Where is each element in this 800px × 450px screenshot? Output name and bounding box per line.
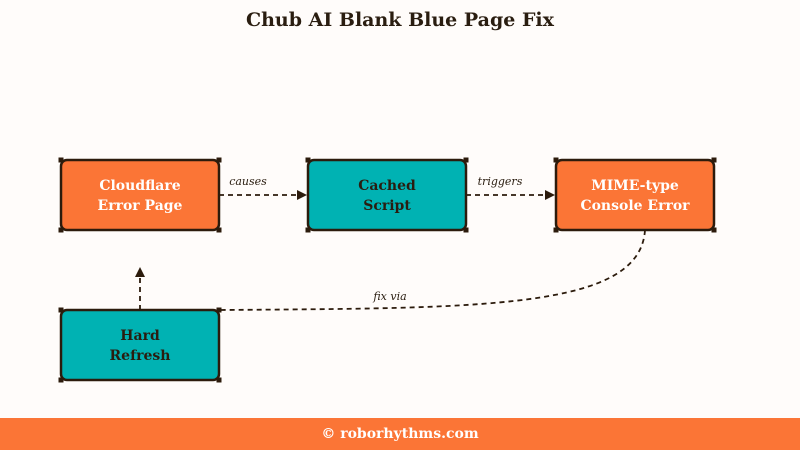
node-refresh-corner xyxy=(216,377,222,383)
footer-bar: © roborhythms.com xyxy=(0,418,800,450)
node-cached-corner xyxy=(463,227,469,233)
node-mime-label: Console Error xyxy=(580,198,690,214)
node-mime-corner xyxy=(711,227,717,233)
edge-label: fix via xyxy=(372,290,406,303)
node-refresh-corner xyxy=(58,307,64,313)
node-cloudflare-box xyxy=(59,158,221,232)
edge-cloudflare-to-cached: causes xyxy=(219,175,307,200)
edge-label: causes xyxy=(229,175,267,188)
node-refresh-corner xyxy=(58,377,64,383)
node-cached-corner xyxy=(463,157,469,163)
node-mime-box xyxy=(554,158,716,232)
node-mime-corner xyxy=(553,157,559,163)
node-cloudflare-label: Error Page xyxy=(98,198,183,214)
node-mime-corner xyxy=(553,227,559,233)
node-cloudflare-corner xyxy=(58,227,64,233)
node-mime-corner xyxy=(711,157,717,163)
node-cached-box xyxy=(306,158,468,232)
footer-copyright: © roborhythms.com xyxy=(321,426,479,442)
node-refresh-box xyxy=(59,308,221,382)
node-cloudflare-corner xyxy=(216,157,222,163)
diagram-title: Chub AI Blank Blue Page Fix xyxy=(246,9,554,31)
node-cached-label: Script xyxy=(363,198,411,214)
node-cached-label: Cached xyxy=(358,178,416,194)
node-refresh-corner xyxy=(216,307,222,313)
node-cached-corner xyxy=(305,157,311,163)
node-refresh-label: Hard xyxy=(120,328,160,344)
edge-label: triggers xyxy=(478,175,523,188)
node-cloudflare-label: Cloudflare xyxy=(99,178,180,194)
node-refresh-label: Refresh xyxy=(110,348,171,364)
edge-mime-to-refresh: fix via xyxy=(218,229,646,311)
node-cloudflare-corner xyxy=(58,157,64,163)
node-cloudflare-corner xyxy=(216,227,222,233)
edge-mime-to-refresh-line xyxy=(218,229,646,311)
node-cached-corner xyxy=(305,227,311,233)
node-mime-label: MIME-type xyxy=(591,178,679,194)
edge-cached-to-mime: triggers xyxy=(466,175,555,200)
